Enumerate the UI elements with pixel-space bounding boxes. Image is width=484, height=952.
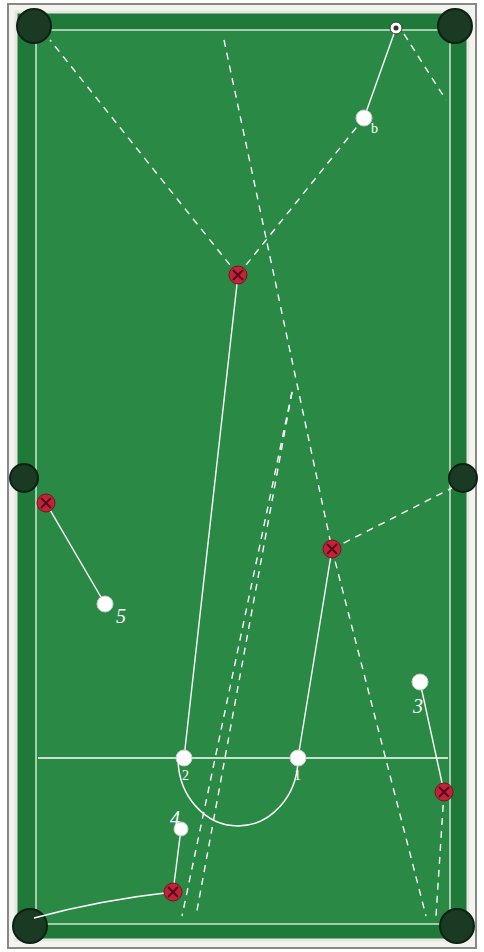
callout-number: 4 <box>170 808 180 828</box>
playing-surface <box>36 30 450 924</box>
callout-number: 1 <box>294 769 301 783</box>
pockets <box>10 9 477 943</box>
callout-number: 2 <box>182 769 189 783</box>
cue-balls <box>97 110 428 836</box>
callout-number: 3 <box>413 696 423 716</box>
table-frame <box>8 4 476 948</box>
callout-number: b <box>371 122 378 136</box>
baulk-markings <box>38 758 448 826</box>
ring-ball-centre <box>394 26 399 31</box>
cue-paths <box>34 28 444 918</box>
ball-paths-dashed <box>50 34 452 916</box>
cushion <box>16 12 468 940</box>
callout-number: 5 <box>116 606 126 626</box>
ring-ball <box>390 22 402 34</box>
